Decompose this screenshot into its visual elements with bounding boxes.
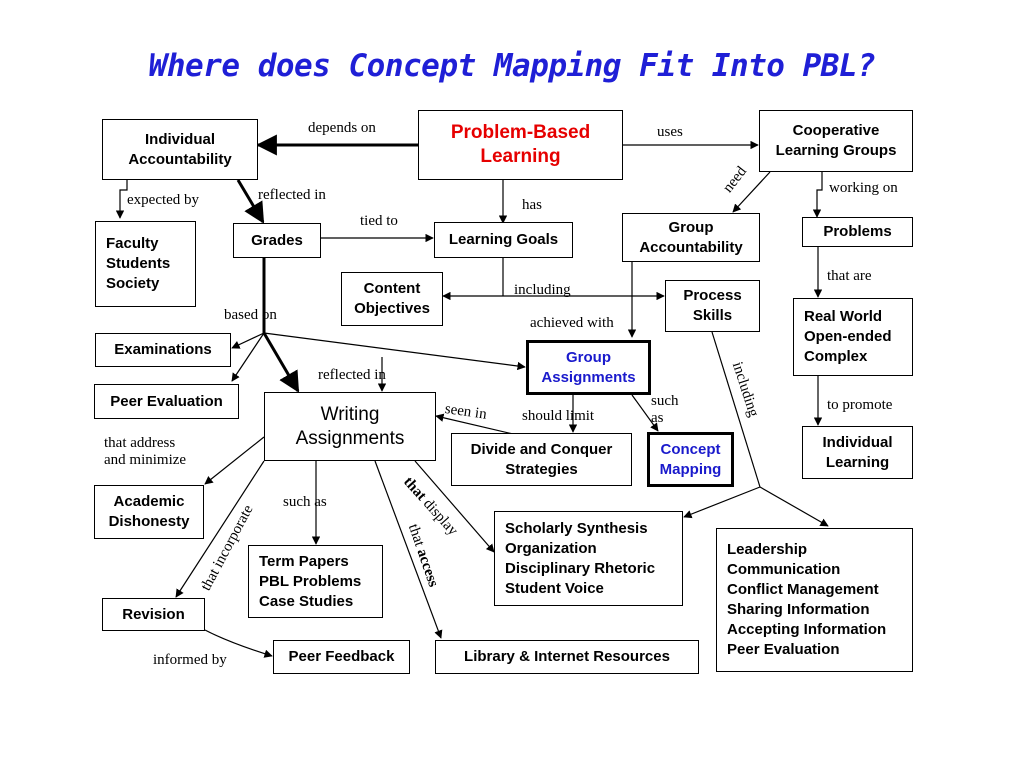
node-library-resources: Library & Internet Resources bbox=[435, 640, 699, 674]
label-working-on: working on bbox=[829, 180, 898, 196]
label-tied-to: tied to bbox=[360, 213, 398, 229]
node-revision: Revision bbox=[102, 598, 205, 631]
label-based-on: based on bbox=[224, 307, 277, 323]
label-informed-by: informed by bbox=[153, 652, 227, 668]
label-has: has bbox=[522, 197, 542, 213]
node-examinations: Examinations bbox=[95, 333, 231, 367]
node-divide-and-conquer: Divide and Conquer Strategies bbox=[451, 433, 632, 486]
label-uses: uses bbox=[657, 124, 683, 140]
label-reflected-in-1: reflected in bbox=[258, 187, 326, 203]
node-academic-dishonesty: Academic Dishonesty bbox=[94, 485, 204, 539]
node-real-world: Real World Open-ended Complex bbox=[793, 298, 913, 376]
node-grades: Grades bbox=[233, 223, 321, 258]
label-expected-by: expected by bbox=[127, 192, 200, 208]
label-to-promote: to promote bbox=[827, 397, 893, 413]
label-reflected-in-2: reflected in bbox=[318, 367, 386, 383]
node-faculty-students-society: Faculty Students Society bbox=[95, 221, 196, 307]
node-group-assignments: Group Assignments bbox=[526, 340, 651, 395]
node-process-skills: Process Skills bbox=[665, 280, 760, 332]
node-cooperative-learning-groups: Cooperative Learning Groups bbox=[759, 110, 913, 172]
label-depends-on: depends on bbox=[308, 120, 376, 136]
label-should-limit: should limit bbox=[522, 408, 595, 424]
node-peer-evaluation: Peer Evaluation bbox=[94, 384, 239, 419]
node-scholarly-synthesis: Scholarly Synthesis Organization Discipl… bbox=[494, 511, 683, 606]
node-concept-mapping: Concept Mapping bbox=[647, 432, 734, 487]
node-peer-feedback: Peer Feedback bbox=[273, 640, 410, 674]
node-group-accountability: Group Accountability bbox=[622, 213, 760, 262]
node-term-papers: Term Papers PBL Problems Case Studies bbox=[248, 545, 383, 618]
node-leadership-skills: Leadership Communication Conflict Manage… bbox=[716, 528, 913, 672]
node-problem-based-learning: Problem-Based Learning bbox=[418, 110, 623, 180]
node-problems: Problems bbox=[802, 217, 913, 247]
label-such-as-2: such as bbox=[283, 494, 327, 510]
label-achieved-with: achieved with bbox=[530, 315, 614, 331]
node-individual-accountability: Individual Accountability bbox=[102, 119, 258, 180]
node-individual-learning: Individual Learning bbox=[802, 426, 913, 479]
node-learning-goals: Learning Goals bbox=[434, 222, 573, 258]
label-that-are: that are bbox=[827, 268, 872, 284]
node-writing-assignments: Writing Assignments bbox=[264, 392, 436, 461]
label-such-as-1: such as bbox=[651, 393, 679, 426]
label-including-1: including bbox=[514, 282, 571, 298]
label-that-address: that address and minimize bbox=[104, 435, 187, 468]
page-title: Where does Concept Mapping Fit Into PBL? bbox=[148, 48, 876, 84]
node-content-objectives: Content Objectives bbox=[341, 272, 443, 326]
